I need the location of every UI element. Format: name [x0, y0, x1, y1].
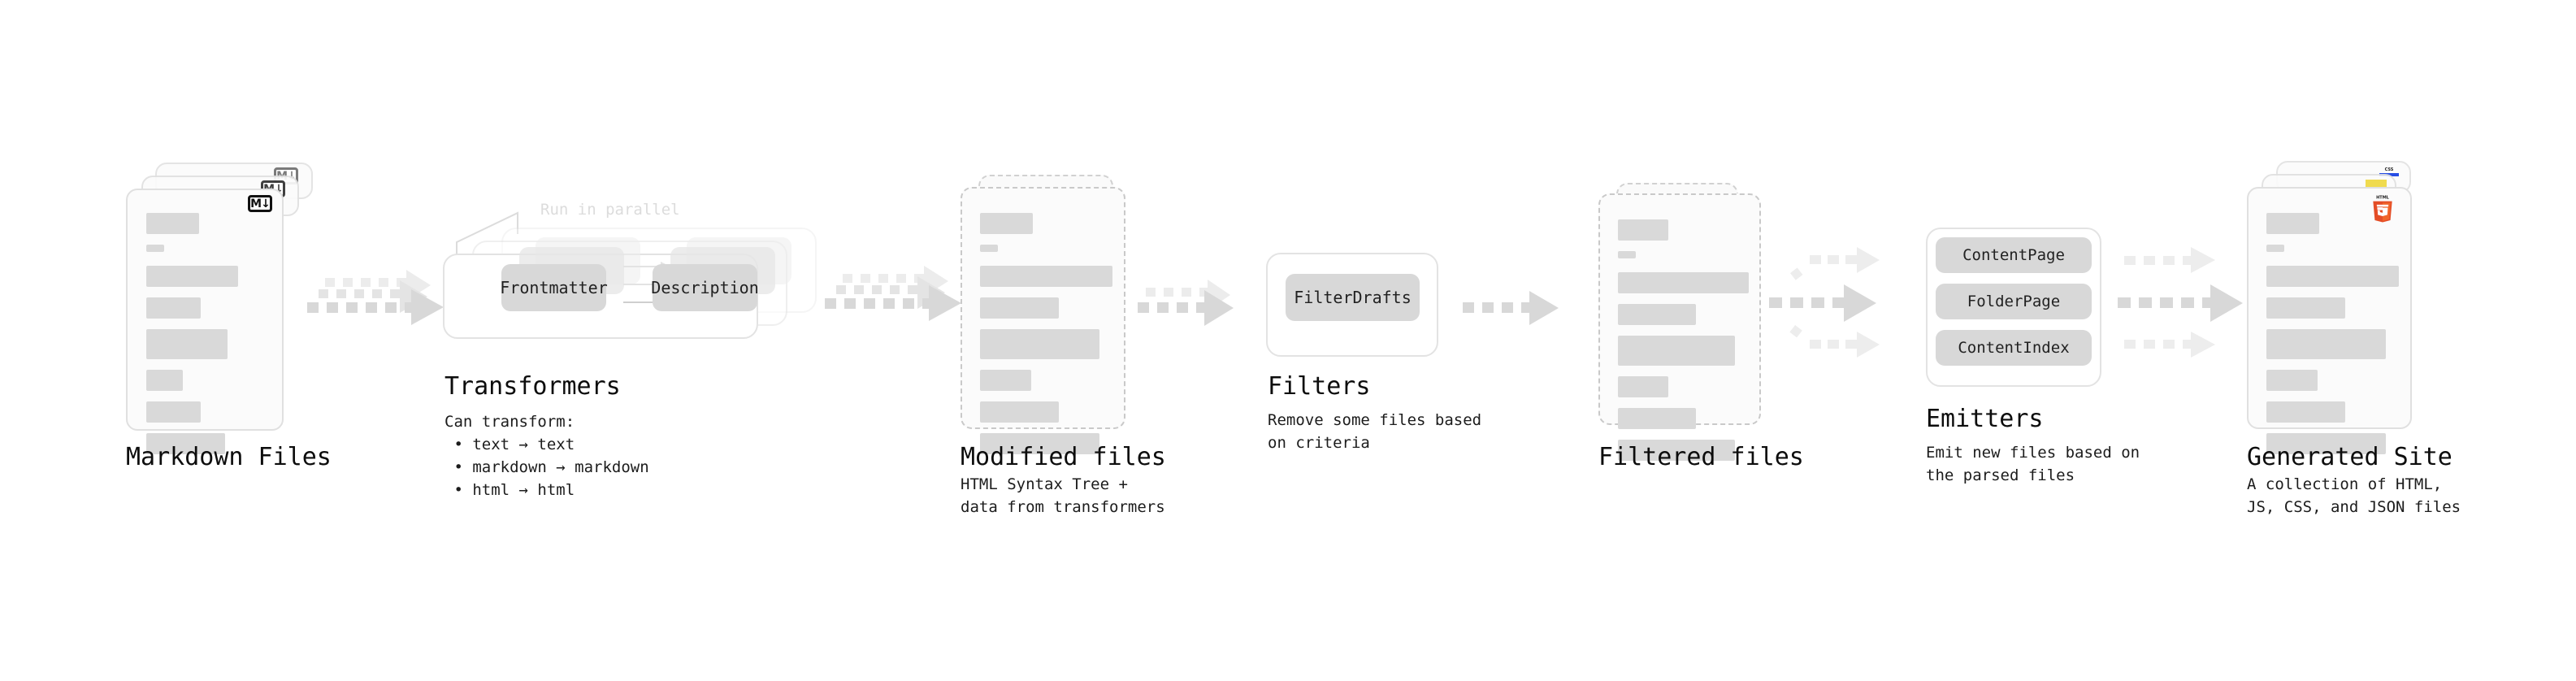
content-line [2266, 213, 2319, 234]
stage-title-markdown-files: Markdown Files [126, 443, 332, 471]
content-line [980, 401, 1059, 423]
content-line [1618, 440, 1735, 461]
markdown-file-stack: M↓ M↓ M↓ [126, 163, 313, 454]
file-content-lines [146, 213, 267, 465]
content-line [146, 213, 199, 234]
connector-modified-files-to-filters [1138, 280, 1234, 326]
stage-caption-modified-files: HTML Syntax Tree + data from transformer… [961, 475, 1165, 516]
markdown-badge-front: M↓ [248, 195, 272, 212]
content-line [146, 401, 201, 423]
css-badge-label: CSS [2384, 167, 2394, 172]
emitter-chip-contentindex[interactable]: ContentIndex [1936, 330, 2092, 366]
filtered-file-stack [1598, 183, 1777, 461]
content-line [1618, 304, 1696, 325]
file-content-lines [980, 213, 1112, 465]
content-line [2266, 433, 2386, 454]
stage-caption-filters: Remove some files based on criteria [1268, 411, 1482, 452]
content-line [1618, 272, 1749, 293]
content-line [980, 245, 998, 252]
content-line [2266, 245, 2284, 252]
content-line [1618, 408, 1696, 429]
stage-title-emitters: Emitters [1926, 405, 2044, 433]
content-line [1618, 336, 1735, 366]
stage-title-filtered-files: Filtered files [1598, 443, 1804, 471]
stage-modified-files [961, 175, 1139, 454]
content-line [980, 213, 1033, 234]
content-line [146, 266, 238, 287]
content-line [146, 370, 183, 391]
connector-filtered-files-to-emitters [1769, 247, 1880, 358]
connector-markdown-to-transformers [307, 270, 444, 325]
content-line [2266, 266, 2399, 287]
file-content-lines [2266, 213, 2399, 465]
stage-generated-site: CSS HTML [2247, 161, 2442, 454]
modified-file-stack [961, 175, 1139, 454]
stage-title-modified-files: Modified files [961, 443, 1166, 471]
content-line [2266, 297, 2345, 319]
generated-site-stack: CSS HTML [2247, 161, 2442, 454]
content-line [2266, 370, 2318, 391]
stage-title-filters: Filters [1268, 372, 1371, 401]
content-line [2266, 401, 2345, 423]
content-line [980, 297, 1059, 319]
content-line [980, 329, 1099, 359]
html5-badge: HTML [2373, 195, 2392, 223]
connector-transformers-to-modified-files [825, 266, 961, 321]
run-in-parallel-label: Run in parallel [540, 201, 680, 219]
connector-emitters-to-generated-site [2118, 247, 2243, 358]
svg-text:HTML: HTML [2376, 195, 2390, 200]
stage-title-transformers: Transformers [445, 372, 621, 401]
transformer-chip-description[interactable]: Description [651, 264, 759, 311]
content-line [1618, 219, 1668, 241]
transformer-chip-frontmatter[interactable]: Frontmatter [500, 264, 608, 311]
file-content-lines [1618, 219, 1749, 471]
stage-caption-transformers: Can transform: • text → text • markdown … [445, 413, 649, 499]
stage-caption-generated-site: A collection of HTML, JS, CSS, and JSON … [2247, 475, 2461, 516]
content-line [146, 297, 201, 319]
stage-filtered-files [1598, 183, 1777, 461]
connector-filters-to-filtered-files [1463, 291, 1559, 325]
content-line [146, 329, 228, 359]
content-line [146, 433, 225, 454]
content-line [2266, 329, 2386, 359]
filter-chip-filterdrafts[interactable]: FilterDrafts [1286, 274, 1420, 321]
emitter-chip-contentpage[interactable]: ContentPage [1936, 237, 2092, 273]
stage-caption-emitters: Emit new files based on the parsed files [1926, 444, 2140, 484]
emitter-chip-folderpage[interactable]: FolderPage [1936, 284, 2092, 319]
content-line [146, 245, 164, 252]
content-line [1618, 376, 1668, 397]
content-line [980, 266, 1112, 287]
content-line [1618, 251, 1636, 258]
content-line [980, 370, 1031, 391]
content-line [980, 433, 1099, 454]
stage-markdown-files: M↓ M↓ M↓ [126, 163, 313, 454]
stage-title-generated-site: Generated Site [2247, 443, 2452, 471]
